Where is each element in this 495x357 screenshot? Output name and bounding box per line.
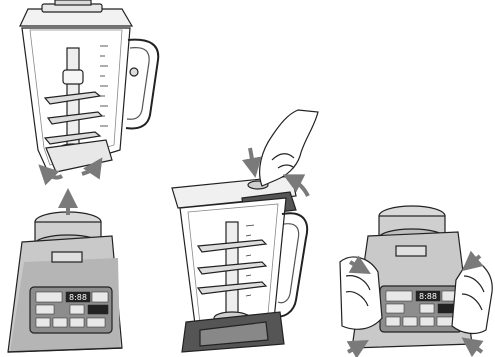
hand-pressing-lid xyxy=(260,110,318,186)
panel-step-2 xyxy=(172,110,318,352)
base-display-3: 8:88 xyxy=(419,292,437,301)
motor-base-1: 8:88 xyxy=(8,212,122,352)
pitcher-body-2 xyxy=(180,198,307,352)
pitcher-lid-1 xyxy=(20,0,132,26)
pitcher-body-1 xyxy=(22,28,158,172)
control-panel-3: 8:88 xyxy=(380,286,462,332)
base-display-1: 8:88 xyxy=(69,293,87,302)
lift-arrows-1 xyxy=(44,164,98,215)
control-panel-1: 8:88 xyxy=(30,287,112,333)
panel-step-3: 8:88 xyxy=(340,206,492,352)
panel-step-1: 8:88 xyxy=(8,0,158,352)
